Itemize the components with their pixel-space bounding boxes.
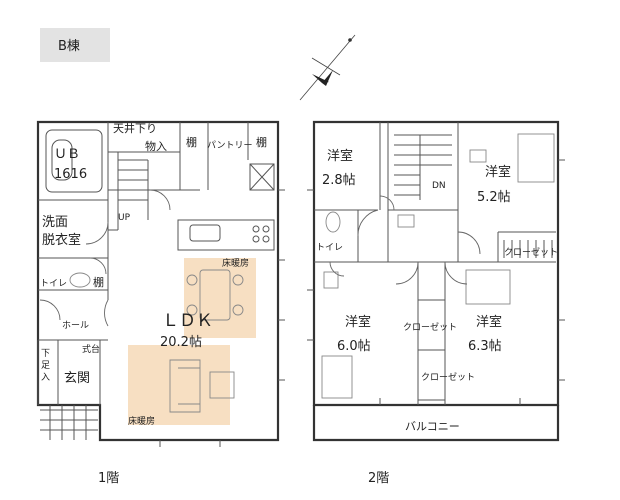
label-stair-down: DN xyxy=(432,181,446,191)
label-ldk: ＬＤＫ xyxy=(162,311,213,331)
label-shelf-a: 棚 xyxy=(186,135,197,149)
label-pantry: パントリー xyxy=(207,140,252,151)
label-stair-up: UP xyxy=(118,213,131,223)
label-western-c: 洋室 xyxy=(345,314,371,330)
building-label: B棟 xyxy=(58,39,80,54)
floor-heating-zone-a xyxy=(184,258,256,338)
label-storage: 物入 xyxy=(145,139,167,153)
label-washroom-1: 洗面 xyxy=(42,215,68,230)
floor1-caption: 1階 xyxy=(98,471,119,486)
label-washroom-2: 脱衣室 xyxy=(42,232,81,248)
label-ldk-size: 20.2帖 xyxy=(160,335,202,350)
label-ub: ＵＢ xyxy=(54,147,80,162)
floor2-caption: 2階 xyxy=(368,471,389,486)
label-floor-heat-a: 床暖房 xyxy=(222,257,249,269)
label-floor-heat-b: 床暖房 xyxy=(128,415,155,427)
label-western-a-size: 2.8帖 xyxy=(322,173,356,188)
label-entrance: 玄関 xyxy=(64,371,90,386)
label-western-d: 洋室 xyxy=(476,314,502,330)
label-closet-c: クローゼット xyxy=(421,371,475,383)
floor2-outer-wall xyxy=(312,120,560,407)
label-western-a: 洋室 xyxy=(327,148,353,164)
label-western-c-size: 6.0帖 xyxy=(337,339,371,354)
building-badge xyxy=(40,28,110,62)
label-closet-b: クローゼット xyxy=(403,321,457,333)
floor-heating-zone-b xyxy=(128,345,230,425)
label-shoe-2: 足 xyxy=(41,360,50,371)
floor1-plan xyxy=(36,120,285,447)
label-shelf-b: 棚 xyxy=(256,135,267,149)
label-toilet: トイレ xyxy=(40,279,67,289)
label-hall: ホール xyxy=(62,320,89,331)
label-western-b-size: 5.2帖 xyxy=(477,190,511,205)
label-closet-a: クローゼット xyxy=(504,246,558,258)
label-western-b: 洋室 xyxy=(485,164,511,180)
compass-icon xyxy=(299,34,356,101)
label-balcony: バルコニー xyxy=(405,420,460,433)
label-attic-storage: 天井下り xyxy=(113,121,157,135)
floor2-plan xyxy=(307,120,565,442)
label-western-d-size: 6.3帖 xyxy=(468,339,502,354)
label-toilet-2f: トイレ xyxy=(316,243,343,253)
label-step: 式台 xyxy=(82,343,100,355)
label-shoe-3: 入 xyxy=(41,372,50,383)
balcony-wall xyxy=(312,405,560,442)
label-shoe-1: 下 xyxy=(41,349,50,359)
label-ub-size: 1616 xyxy=(54,167,87,182)
label-shelf-c: 棚 xyxy=(93,275,104,289)
